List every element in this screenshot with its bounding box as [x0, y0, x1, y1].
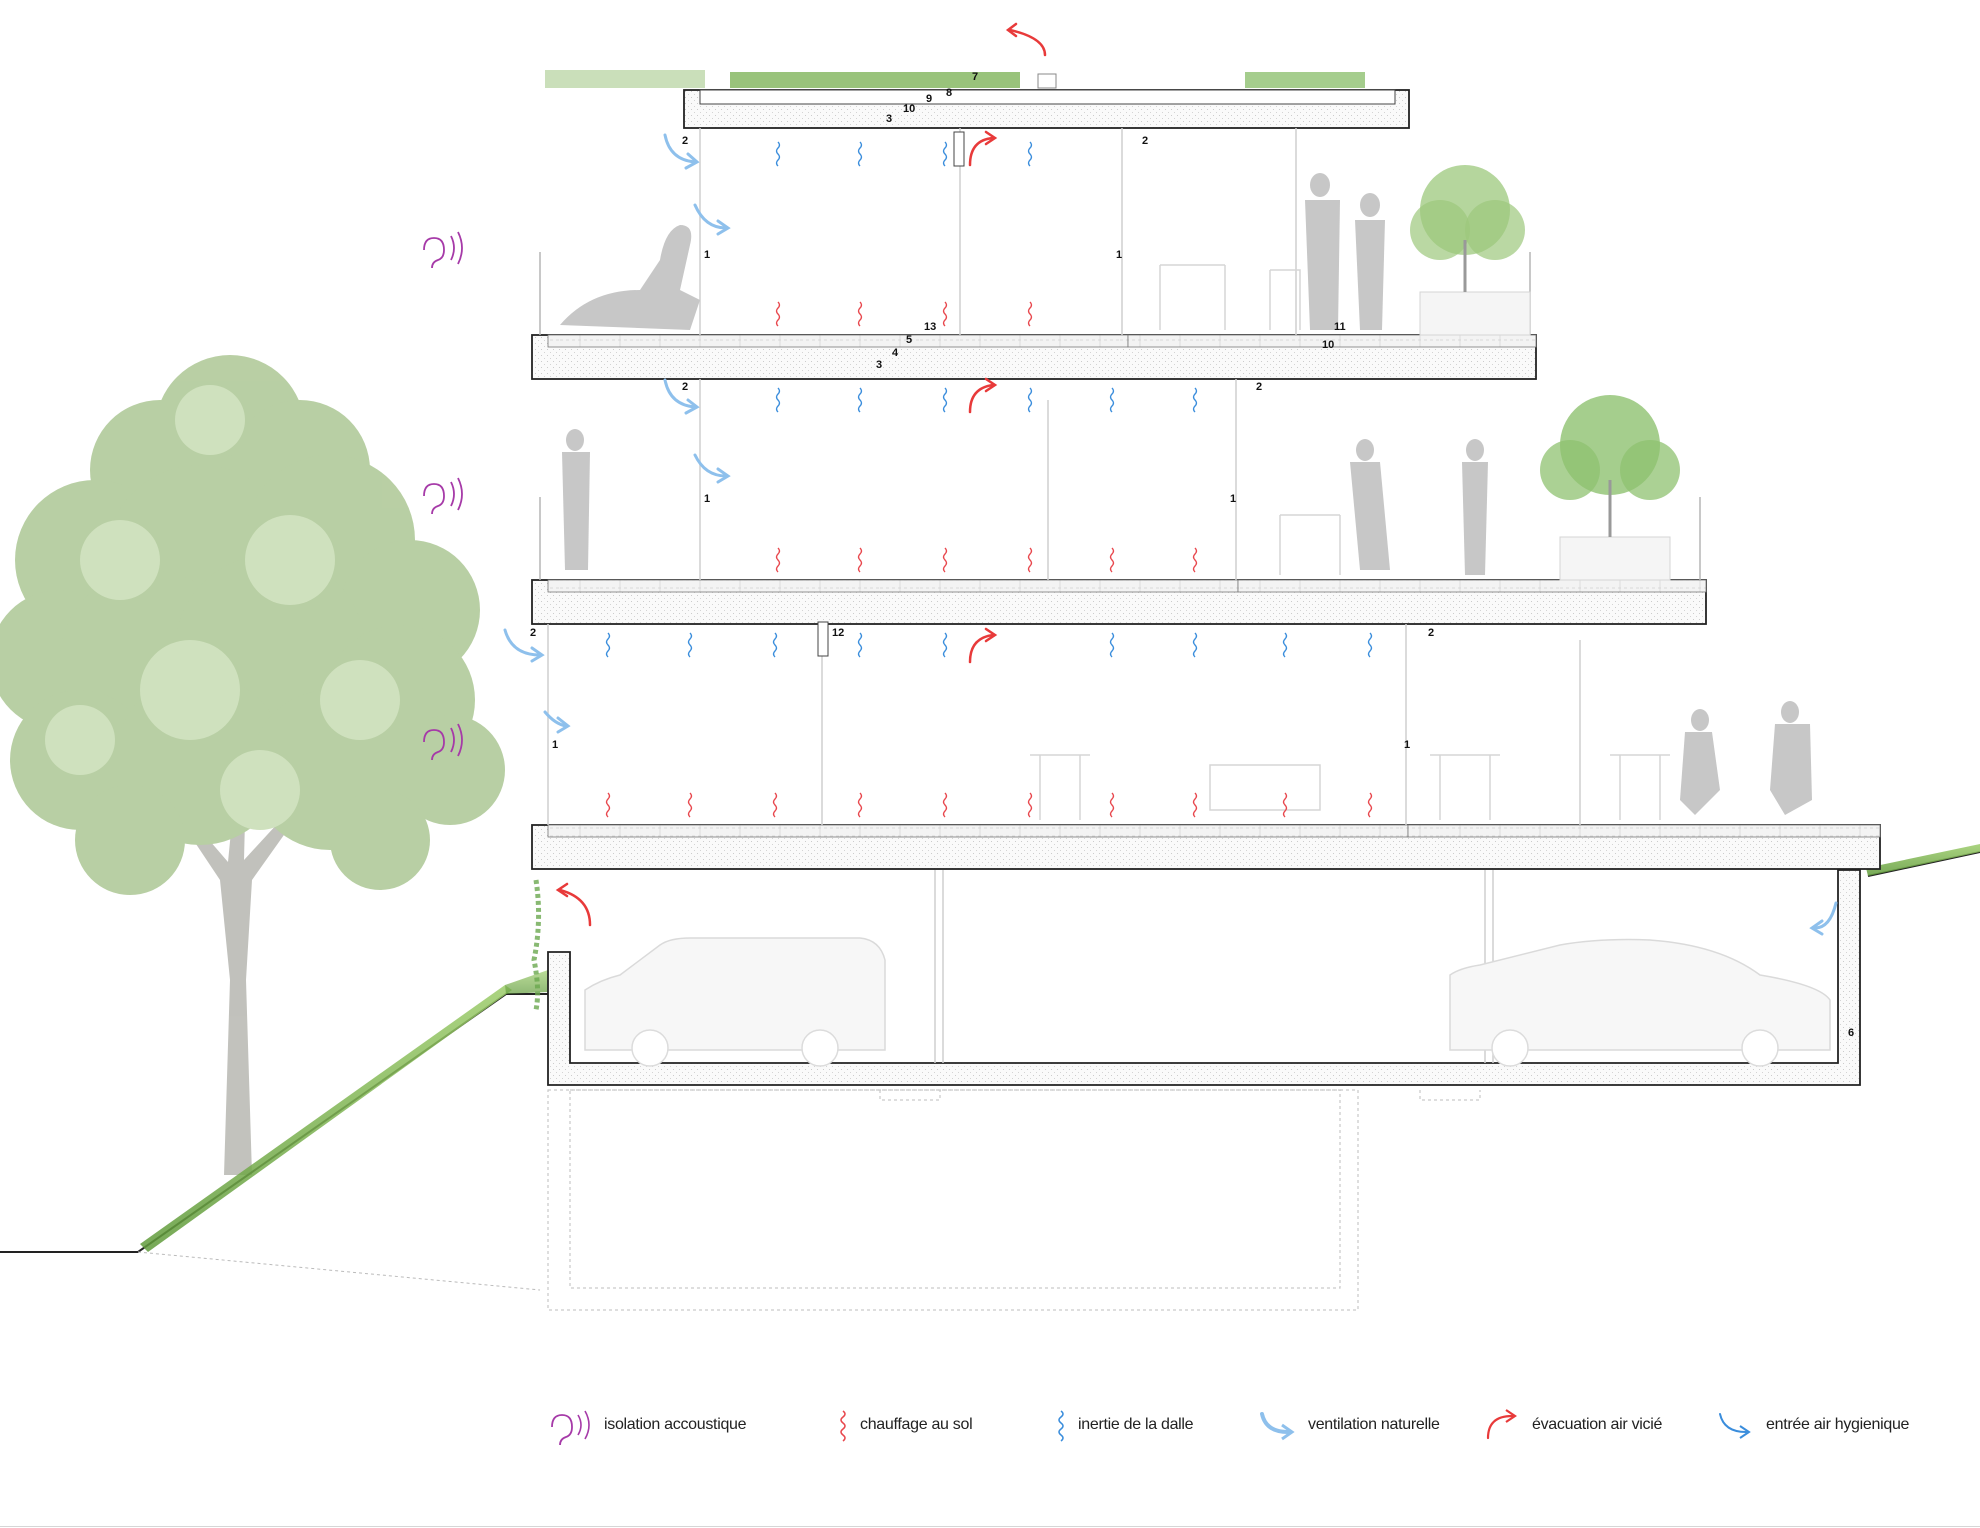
callout-1: 1 [1404, 739, 1410, 751]
callout-3: 3 [886, 113, 892, 125]
intake-arrow-icon [1719, 1413, 1751, 1439]
legend-label-slab-inertia: inertie de la dalle [1078, 1416, 1194, 1433]
people-silhouettes [560, 173, 1812, 815]
callout-10: 10 [903, 103, 915, 115]
legend-item-slab-inertia: inertie de la dalle [1054, 1395, 1194, 1455]
ear-sound-icon [551, 1410, 590, 1445]
callout-2: 2 [682, 135, 688, 147]
legend-label-natural-ventilation: ventilation naturelle [1308, 1416, 1440, 1433]
legend-label-floor-heating: chauffage au sol [860, 1416, 973, 1433]
callout-labels: 7 8 9 10 3 2 2 1 1 13 5 4 3 11 10 2 2 1 … [530, 71, 1854, 1039]
furniture [1030, 264, 1670, 820]
legend-label-fresh-air: entrée air hygienique [1766, 1416, 1910, 1433]
callout-5: 5 [906, 334, 912, 346]
callout-4: 4 [892, 347, 899, 359]
tree-illustration [0, 355, 505, 1175]
callout-1: 1 [1230, 493, 1236, 505]
callout-1: 1 [552, 739, 558, 751]
legend-item-fresh-air: entrée air hygienique [1716, 1395, 1909, 1455]
callout-2: 2 [1428, 627, 1434, 639]
callout-8: 8 [946, 87, 952, 99]
heat-wave-icon [840, 1410, 846, 1442]
terrace-plants [1410, 165, 1680, 581]
callout-3: 3 [876, 359, 882, 371]
airflow-arrow-icon [1260, 1412, 1295, 1441]
callout-1: 1 [704, 493, 710, 505]
acoustic-markers [423, 231, 463, 761]
callout-2: 2 [1256, 381, 1262, 393]
callout-12: 12 [832, 627, 844, 639]
callout-13: 13 [924, 321, 936, 333]
climate-indicators [423, 22, 1838, 936]
legend: isolation accoustique chauffage au sol i… [0, 1395, 1980, 1455]
callout-2: 2 [530, 627, 536, 639]
green-roof [545, 70, 1365, 89]
legend-item-stale-air: évacuation air vicié [1482, 1395, 1662, 1455]
legend-item-natural-ventilation: ventilation naturelle [1258, 1395, 1440, 1455]
callout-6: 6 [1848, 1027, 1854, 1039]
callout-7: 7 [972, 71, 978, 83]
slabs [531, 89, 1881, 870]
terrain [0, 844, 1980, 1311]
legend-label-stale-air: évacuation air vicié [1532, 1416, 1663, 1433]
cool-wave-icon [1058, 1410, 1064, 1442]
callout-2: 2 [682, 381, 688, 393]
legend-item-acoustic: isolation accoustique [546, 1395, 747, 1455]
bottom-divider [0, 1526, 1980, 1527]
callout-9: 9 [926, 93, 932, 105]
parking-level [547, 869, 1861, 1086]
callout-2: 2 [1142, 135, 1148, 147]
callout-1: 1 [704, 249, 710, 261]
callout-11: 11 [1334, 321, 1346, 333]
legend-item-floor-heating: chauffage au sol [836, 1395, 973, 1455]
callout-1: 1 [1116, 249, 1122, 261]
callout-10: 10 [1322, 339, 1334, 351]
exhaust-arrow-icon [1486, 1409, 1517, 1440]
car-right [1449, 938, 1831, 1051]
legend-label-acoustic: isolation accoustique [604, 1416, 747, 1433]
car-left [584, 937, 886, 1051]
